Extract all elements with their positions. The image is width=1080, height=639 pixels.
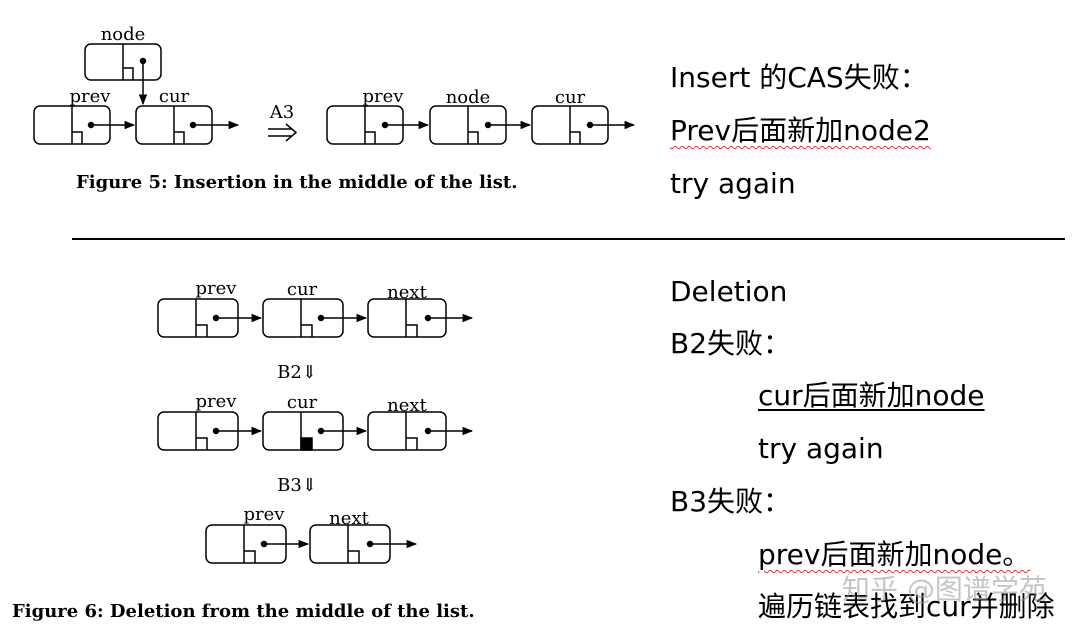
implies-arrow [268,123,298,142]
node-label: next [329,508,369,529]
node-label: prev [244,504,286,525]
node-label: cur [555,87,586,108]
node-label: prev [196,278,238,299]
node-label: prev [70,86,112,107]
node-label: next [387,282,427,303]
node-label: cur [287,392,318,413]
note-b2-heading: B2失败： [670,327,792,360]
node-label: prev [363,86,405,107]
node-label: node [446,87,491,108]
arrow-label: A3 [269,102,294,123]
list-node-node [84,43,162,81]
node-label: prev [196,391,238,412]
note-deletion-title: Deletion [670,275,788,308]
note-b3-heading: B3失败： [670,485,792,518]
node-label: cur [287,279,318,300]
note-try-again: try again [670,167,796,200]
figure-6 [157,298,474,564]
node-label: next [387,395,427,416]
figure-5 [33,43,636,145]
note-b2-line2: try again [758,432,884,465]
node-label: node [101,24,146,45]
step-label: B3⇓ [277,475,317,496]
note-b2-line1: cur后面新加node [758,379,985,412]
note-prev-add-node2: Prev后面新加node2 [670,114,931,147]
figure-caption: Figure 6: Deletion from the middle of th… [12,601,475,622]
watermark: 知乎 @图谱学苑 [842,573,1047,606]
note-b3-line1: prev后面新加node。 [758,538,1031,571]
note-insert-cas-failed: Insert 的CAS失败： [670,61,928,94]
note-b3-line2: 遍历链表找到cur并删除 [758,590,1055,623]
node-label: cur [159,86,190,107]
step-label: B2⇓ [277,362,317,383]
figure-caption: Figure 5: Insertion in the middle of the… [76,172,517,193]
